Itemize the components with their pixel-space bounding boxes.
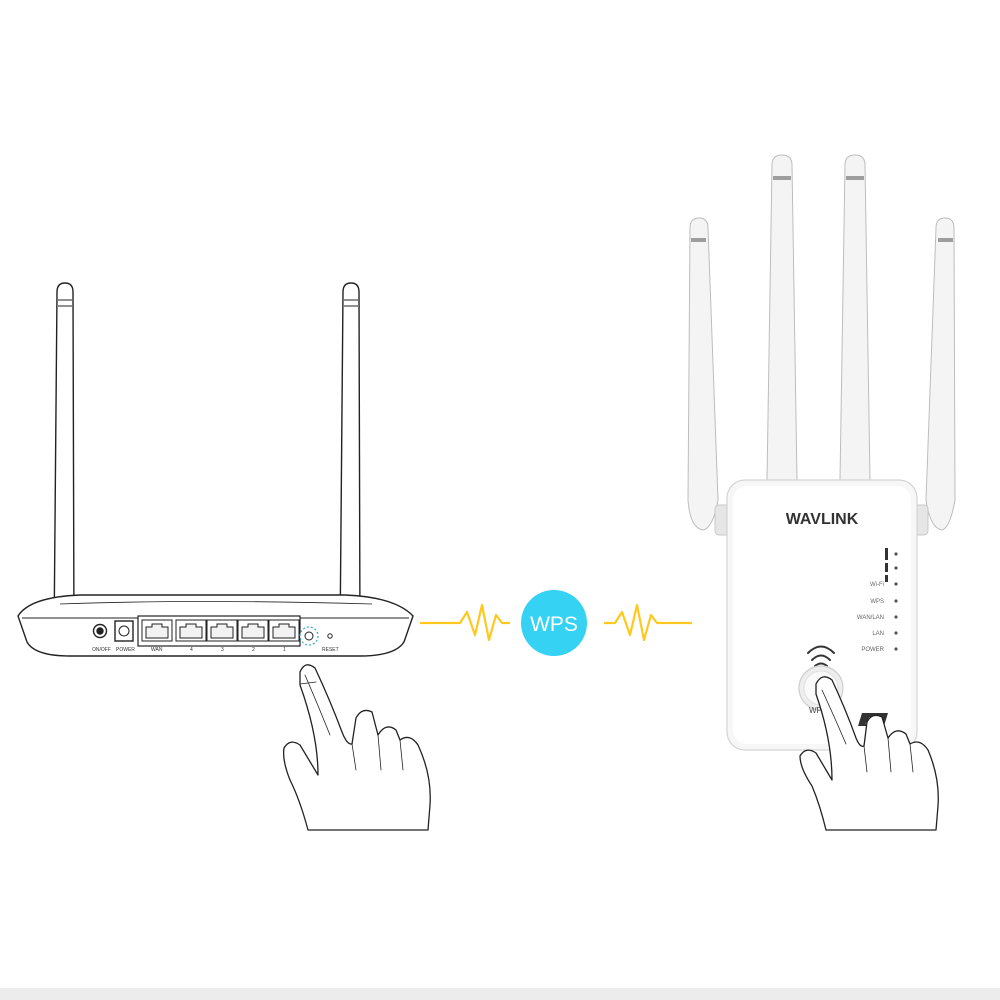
hand-pointing-icon-right (799, 676, 939, 831)
wifi-wave-icon (807, 645, 835, 667)
label-power: POWER (116, 647, 135, 653)
port-1[interactable] (268, 619, 300, 642)
label-reset: RESET (322, 647, 339, 653)
reset-button[interactable] (327, 633, 333, 639)
led-panel: Wi-Fi WPS WAN/LAN LAN POWER (857, 582, 898, 653)
led-label-wps: WPS (870, 599, 884, 605)
router-ports (141, 619, 300, 642)
router (17, 282, 414, 657)
extender-antenna-4 (925, 217, 956, 531)
router-wps-button[interactable] (299, 626, 319, 646)
port-wan[interactable] (141, 619, 173, 642)
power-switch-icon[interactable] (92, 623, 108, 639)
brand-logo: WAVLINK (786, 511, 859, 528)
port-3[interactable] (206, 619, 238, 642)
signal-strength-icon (885, 548, 898, 582)
port-4[interactable] (175, 619, 207, 642)
signal-wave-left (420, 603, 510, 642)
signal-wave-right (604, 603, 692, 642)
extender-antenna-3 (839, 154, 871, 481)
hand-pointing-icon (282, 664, 431, 831)
led-label-lan: LAN (872, 631, 884, 637)
bottom-strip (0, 988, 1000, 1000)
label-port4: 4 (190, 647, 193, 653)
extender-antenna-2 (766, 154, 798, 481)
router-labels: ON/OFF POWER WAN 4 3 2 1 RESET (92, 647, 339, 653)
label-onoff: ON/OFF (92, 647, 111, 653)
extender: WAVLINK Wi-Fi WPS WAN/LAN LAN POWER (687, 154, 956, 751)
router-antenna-right (339, 282, 361, 641)
port-2[interactable] (237, 619, 269, 642)
led-label-wifi: Wi-Fi (870, 582, 884, 588)
label-wan: WAN (151, 647, 163, 653)
wps-badge: WPS (521, 590, 587, 656)
router-antenna-left (53, 282, 75, 641)
led-label-power: POWER (861, 647, 884, 653)
label-port2: 2 (252, 647, 255, 653)
wps-badge-label: WPS (530, 613, 578, 636)
extender-wps-label: WPS (809, 706, 827, 715)
extender-antenna-1 (687, 217, 719, 531)
label-port3: 3 (221, 647, 224, 653)
led-label-wanlan: WAN/LAN (857, 615, 884, 621)
label-port1: 1 (283, 647, 286, 653)
